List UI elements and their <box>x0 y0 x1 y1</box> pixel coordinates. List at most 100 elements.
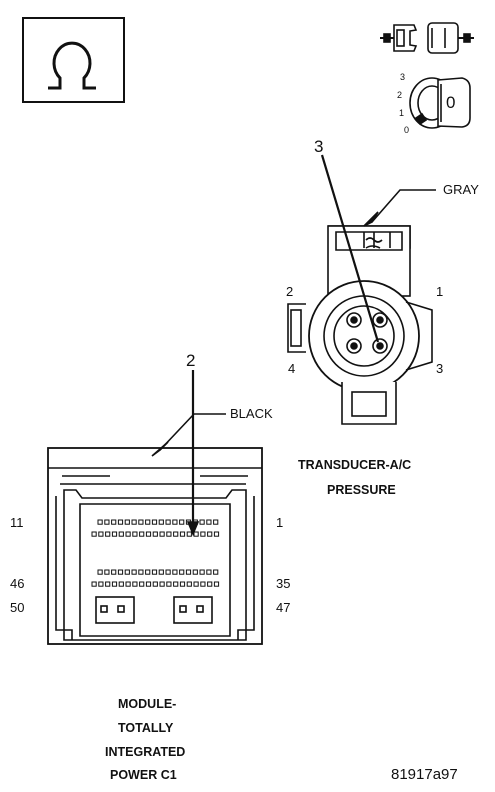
pin-cavity <box>166 531 172 537</box>
pin-cavity <box>173 531 179 537</box>
tipm-pin-11: 11 <box>10 515 24 530</box>
pin-cavity <box>131 569 137 575</box>
pin-cavity <box>132 531 138 537</box>
figure-id: 81917a97 <box>391 766 458 783</box>
tipm-pin-46: 46 <box>10 576 25 591</box>
pin-cavity <box>125 581 131 587</box>
tipm-pin-35: 35 <box>276 576 291 591</box>
pin-cavity <box>206 569 212 575</box>
ignition-position-0: 0 <box>404 125 410 135</box>
pin-cavity <box>98 581 104 587</box>
ignition-key-icon <box>409 77 471 129</box>
transducer-callout-pin: 3 <box>314 137 324 156</box>
pin-cavity <box>158 569 164 575</box>
pin-cavity <box>105 581 111 587</box>
pin-cavity <box>151 519 158 525</box>
pin-cavity <box>186 531 192 537</box>
pin-cavity <box>193 531 199 537</box>
pin-cavity <box>91 531 97 537</box>
pin-cavity <box>145 581 152 587</box>
pin-cavity <box>145 519 151 525</box>
pin-cavity <box>111 519 117 525</box>
pin-cavity <box>179 569 185 575</box>
pin-cavity <box>179 581 186 587</box>
pin-cavity <box>139 581 145 587</box>
tipm-pin-1: 1 <box>276 515 284 530</box>
pin-cavity <box>213 531 220 537</box>
pin-cavity <box>138 569 144 575</box>
pin-cavity <box>151 569 158 575</box>
tipm-callout-pin: 2 <box>186 351 196 370</box>
transducer-pin-1: 1 <box>436 284 444 299</box>
pin-cavity <box>132 581 138 587</box>
pin-cavity <box>131 519 137 525</box>
pin-cavity <box>193 581 199 587</box>
pin-cavity <box>213 519 219 525</box>
pin-cavity <box>145 531 152 537</box>
tipm-c1-connector <box>47 370 263 645</box>
pin-cavity <box>111 569 117 575</box>
pin-cavity <box>98 531 104 537</box>
pin-cavity <box>124 519 130 525</box>
pin-cavity <box>206 519 212 525</box>
pin-cavity <box>213 581 220 587</box>
pin-cavity <box>117 569 124 575</box>
transducer-color-label: GRAY <box>443 182 479 197</box>
pin-cavity <box>91 581 97 587</box>
pin-cavity <box>104 519 110 525</box>
pin-cavity <box>145 569 151 575</box>
pin-cavity <box>105 531 111 537</box>
pin-cavity <box>111 581 118 587</box>
pin-cavity <box>166 581 172 587</box>
ignition-position-2: 2 <box>397 90 403 100</box>
pin-cavity <box>179 531 186 537</box>
pin-cavity <box>185 569 192 575</box>
pin-cavity <box>165 519 171 525</box>
ohmmeter-icon <box>22 17 125 103</box>
pin-cavity <box>139 531 145 537</box>
tipm-title-line-2: TOTALLY <box>118 721 174 735</box>
pin-cavity <box>186 581 192 587</box>
tipm-title-line-3: INTEGRATED <box>105 745 186 759</box>
tipm-title-line-1: MODULE- <box>118 697 177 711</box>
pin-cavity <box>213 569 219 575</box>
pin-cavity <box>152 531 158 537</box>
disconnected-connector-icon <box>380 22 474 54</box>
transducer-pin-4: 4 <box>288 361 296 376</box>
pin-cavity <box>159 581 165 587</box>
tipm-pin-47: 47 <box>276 600 291 615</box>
pin-cavity <box>207 531 213 537</box>
pin-cavity <box>124 569 130 575</box>
pin-cavity <box>207 581 213 587</box>
tipm-title-line-4: POWER C1 <box>110 768 177 782</box>
transducer-connector <box>287 154 436 425</box>
pin-cavity <box>159 531 165 537</box>
pin-cavity <box>97 569 103 575</box>
pin-cavity <box>179 519 185 525</box>
pin-cavity <box>200 581 206 587</box>
pin-cavity <box>158 519 164 525</box>
transducer-title-line-2: PRESSURE <box>327 483 396 497</box>
tipm-pin-50: 50 <box>10 600 25 615</box>
tipm-color-label: BLACK <box>230 406 273 421</box>
pin-cavity <box>97 519 103 525</box>
pin-cavity <box>104 569 110 575</box>
pin-cavity <box>199 519 205 525</box>
pin-cavity <box>138 519 144 525</box>
pin-cavity <box>152 581 158 587</box>
pin-cavity <box>192 569 198 575</box>
pin-cavity <box>111 531 118 537</box>
pin-cavity <box>165 569 171 575</box>
pin-cavity <box>125 531 131 537</box>
pin-cavity <box>173 581 179 587</box>
pin-cavity <box>199 569 205 575</box>
pin-cavity <box>172 519 178 525</box>
transducer-title-line-1: TRANSDUCER-A/C <box>298 458 412 472</box>
pin-cavity <box>118 531 124 537</box>
pin-cavity <box>200 531 206 537</box>
key-position-label: 0 <box>446 93 456 112</box>
pin-cavity <box>117 519 124 525</box>
transducer-pin-3: 3 <box>436 361 444 376</box>
transducer-pin-2: 2 <box>286 284 294 299</box>
